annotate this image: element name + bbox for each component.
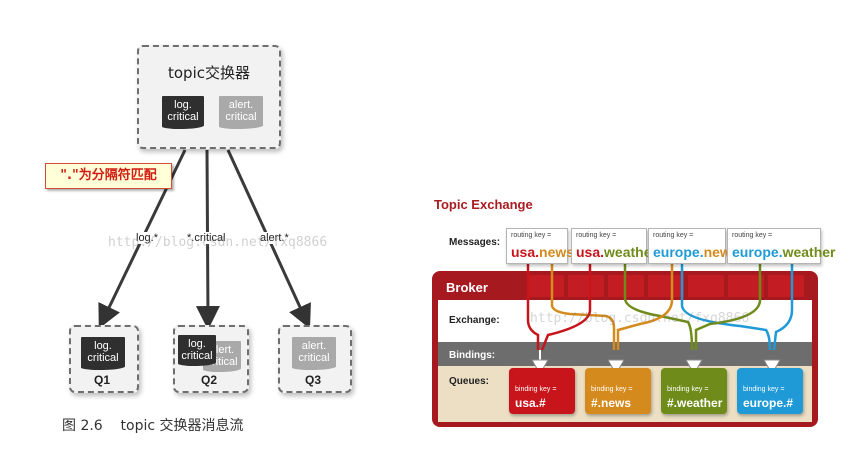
message-europe-weather: routing key = europe.weather <box>727 228 836 264</box>
msg-suffix: weather <box>782 244 836 260</box>
message-usa-weather: routing key = usa.weather <box>571 228 657 264</box>
queue-name: europe.# <box>743 396 794 410</box>
binding-key-label: binding key = <box>591 386 633 393</box>
route-europe-weather-to-weather <box>694 262 762 350</box>
route-label-log: log.* <box>135 232 160 244</box>
bindings-band <box>438 342 812 366</box>
q3-tag-alert: alert. critical <box>292 337 336 370</box>
exchange-title: topic交换器 <box>168 64 250 82</box>
separator-callout: "."为分隔符匹配 <box>45 163 172 189</box>
queues-label: Queues: <box>449 376 490 387</box>
queue-name: #.weather <box>667 396 723 410</box>
msg-prefix: usa <box>511 244 536 260</box>
queue-weather: binding key = #.weather <box>661 368 727 414</box>
q1-label: Q1 <box>93 373 110 387</box>
exchange-tag-log: log. critical <box>162 96 204 129</box>
q2-label: Q2 <box>200 373 217 387</box>
queue-name: #.news <box>591 396 632 410</box>
exchange-tag-alert: alert. critical <box>219 96 263 129</box>
route-europe-news-to-news <box>616 262 674 350</box>
messages-label: Messages: <box>449 237 501 248</box>
message-usa-news: routing key = usa.news <box>506 228 574 264</box>
routing-key-label: routing key = <box>576 232 617 239</box>
binding-key-label: binding key = <box>515 386 557 393</box>
queue-news: binding key = #.news <box>585 368 651 414</box>
msg-prefix: usa <box>576 244 601 260</box>
q1-tag-log: log. critical <box>81 337 125 370</box>
msg-suffix: news <box>539 244 575 260</box>
queue-europe: binding key = europe.# <box>737 368 803 414</box>
exchange-band <box>438 300 812 342</box>
msg-prefix: europe <box>653 244 700 260</box>
route-usa-weather-to-usa <box>540 262 592 351</box>
bindings-label: Bindings: <box>449 350 496 361</box>
q3-label: Q3 <box>304 373 321 387</box>
q2-tag-log: log. critical <box>178 335 216 366</box>
route-usa-weather-to-weather <box>623 262 694 351</box>
msg-prefix: europe <box>732 244 779 260</box>
binding-key-label: binding key = <box>743 386 785 393</box>
broker-label: Broker <box>446 280 488 295</box>
exchange-label: Exchange: <box>449 315 500 326</box>
figure-caption: 图 2.6 topic 交换器消息流 <box>62 418 244 434</box>
routing-key-label: routing key = <box>732 232 773 239</box>
topic-exchange-title: Topic Exchange <box>434 197 533 212</box>
message-europe-news: routing key = europe.news <box>648 228 739 264</box>
route-europe-weather-to-europe <box>772 262 794 351</box>
route-europe-news-to-europe <box>680 262 772 351</box>
route-label-alert: alert.* <box>259 232 290 244</box>
msg-suffix: weather <box>604 244 657 260</box>
queue-name: usa.# <box>515 396 546 410</box>
queue-usa: binding key = usa.# <box>509 368 575 414</box>
routing-key-label: routing key = <box>653 232 694 239</box>
route-label-critical: *.critical <box>186 232 227 244</box>
routing-key-label: routing key = <box>511 232 552 239</box>
route-usa-news-to-usa <box>526 262 540 350</box>
route-usa-news-to-news <box>550 262 616 350</box>
binding-key-label: binding key = <box>667 386 709 393</box>
left-watermark: http://blog.csdn.net/fxq8866 <box>108 235 328 250</box>
right-watermark: http://blog.csdn.net/fxq8866 <box>530 311 750 326</box>
